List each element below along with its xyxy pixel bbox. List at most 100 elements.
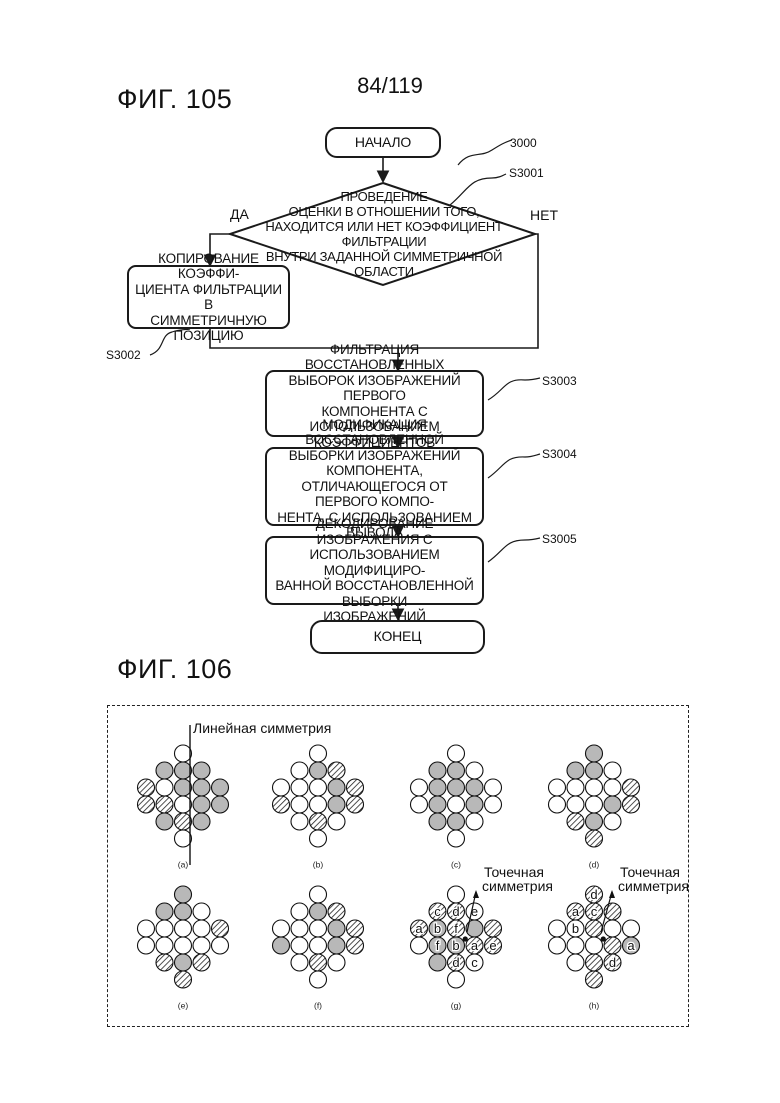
filter-tap — [138, 920, 155, 937]
filter-tap — [310, 830, 327, 847]
filter-tap — [448, 886, 465, 903]
filter-tap — [273, 937, 290, 954]
point-symmetry-arrowhead-g — [473, 890, 479, 898]
filter-tap — [604, 796, 621, 813]
filter-tap — [156, 920, 173, 937]
filter-tap — [175, 762, 192, 779]
filter-tap — [212, 779, 229, 796]
filter-tap — [448, 779, 465, 796]
filter-tap — [448, 813, 465, 830]
point-symmetry-label-g-2: симметрия — [482, 878, 553, 894]
filter-tap — [567, 796, 584, 813]
filter-tap — [466, 813, 483, 830]
filter-tap — [328, 903, 345, 920]
filter-tap — [429, 954, 446, 971]
filter-tap — [291, 937, 308, 954]
point-symmetry-label-h-2: симметрия — [618, 878, 689, 894]
tap-letter: d — [452, 904, 459, 919]
end-label: КОНЕЦ — [374, 629, 422, 645]
filter-tap — [328, 779, 345, 796]
tap-letter: b — [434, 921, 441, 936]
filter-tap — [310, 796, 327, 813]
filter-tap — [549, 779, 566, 796]
filter-tap — [429, 813, 446, 830]
filter-tap — [193, 920, 210, 937]
filter-tap — [310, 745, 327, 762]
start-terminal: НАЧАЛО — [325, 127, 441, 158]
filter-tap — [310, 903, 327, 920]
filter-tap — [291, 779, 308, 796]
filter-tap — [549, 796, 566, 813]
filter-tap — [175, 745, 192, 762]
filter-tap — [567, 779, 584, 796]
filter-tap — [156, 954, 173, 971]
copy-step-text: КОПИРОВАНИЕ КОЭФФИ- ЦИЕНТА ФИЛЬТРАЦИИ В … — [135, 251, 282, 344]
ref-s3001: S3001 — [509, 166, 544, 180]
filter-tap — [411, 779, 428, 796]
filter-tap — [586, 813, 603, 830]
decoding-step: ДЕКОДИРОВАНИЕ ИЗОБРАЖЕНИЯ С ИСПОЛЬЗОВАНИ… — [265, 536, 484, 605]
tap-letter: c — [434, 904, 441, 919]
filter-tap — [175, 971, 192, 988]
tap-letter: b — [572, 921, 579, 936]
filter-tap — [586, 937, 603, 954]
symmetry-center-point — [601, 936, 606, 941]
tap-letter: a — [471, 938, 479, 953]
panel-label: (e) — [178, 1001, 189, 1011]
filter-tap — [193, 779, 210, 796]
filter-tap — [175, 886, 192, 903]
filter-tap — [485, 796, 502, 813]
ref-3000: 3000 — [510, 136, 537, 150]
filter-tap — [291, 954, 308, 971]
filter-tap — [310, 886, 327, 903]
filter-tap — [193, 796, 210, 813]
filter-tap — [310, 779, 327, 796]
filter-tap — [604, 813, 621, 830]
filter-tap — [567, 937, 584, 954]
filter-tap — [310, 762, 327, 779]
filter-tap — [138, 796, 155, 813]
ref-s3003: S3003 — [542, 374, 577, 388]
branch-yes-label: ДА — [230, 206, 249, 222]
filter-tap — [156, 813, 173, 830]
filter-tap — [156, 796, 173, 813]
filter-tap — [193, 762, 210, 779]
filter-tap — [623, 920, 640, 937]
filter-tap — [328, 920, 345, 937]
ref-s3005: S3005 — [542, 532, 577, 546]
filter-tap — [586, 920, 603, 937]
tap-letter: c — [591, 904, 598, 919]
step-3005-text: ДЕКОДИРОВАНИЕ ИЗОБРАЖЕНИЯ С ИСПОЛЬЗОВАНИ… — [273, 516, 476, 625]
filter-tap — [604, 937, 621, 954]
filter-tap — [273, 779, 290, 796]
filter-tap — [347, 920, 364, 937]
panel-label: (b) — [313, 860, 324, 870]
filter-shape-diagram: (a)(b)(c)(d)(e)(f)cdeabffbaedc(g)dacbad(… — [0, 700, 780, 1030]
filter-tap — [549, 937, 566, 954]
filter-tap — [448, 745, 465, 762]
filter-tap — [604, 779, 621, 796]
tap-letter: f — [454, 921, 458, 936]
filter-tap — [411, 796, 428, 813]
filter-tap — [567, 954, 584, 971]
filter-tap — [448, 830, 465, 847]
filter-tap — [448, 796, 465, 813]
filter-tap — [586, 830, 603, 847]
filter-tap — [212, 920, 229, 937]
modification-step: МОДИФИКАЦИЯ ВОССТАНОВЛЕННОЙ ВЫБОРКИ ИЗОБ… — [265, 447, 484, 526]
filter-tap — [156, 937, 173, 954]
tap-letter: a — [415, 921, 423, 936]
filter-tap — [273, 796, 290, 813]
ref-s3002: S3002 — [106, 348, 141, 362]
filter-tap — [347, 779, 364, 796]
filter-tap — [310, 971, 327, 988]
filter-tap — [466, 779, 483, 796]
filter-tap — [586, 745, 603, 762]
panel-label: (h) — [589, 1001, 600, 1011]
tap-letter: e — [489, 938, 496, 953]
filter-tap — [586, 762, 603, 779]
tap-letter: a — [572, 904, 580, 919]
fig-106-title: ФИГ. 106 — [117, 654, 232, 685]
tap-letter: d — [609, 955, 616, 970]
filter-tap — [175, 937, 192, 954]
